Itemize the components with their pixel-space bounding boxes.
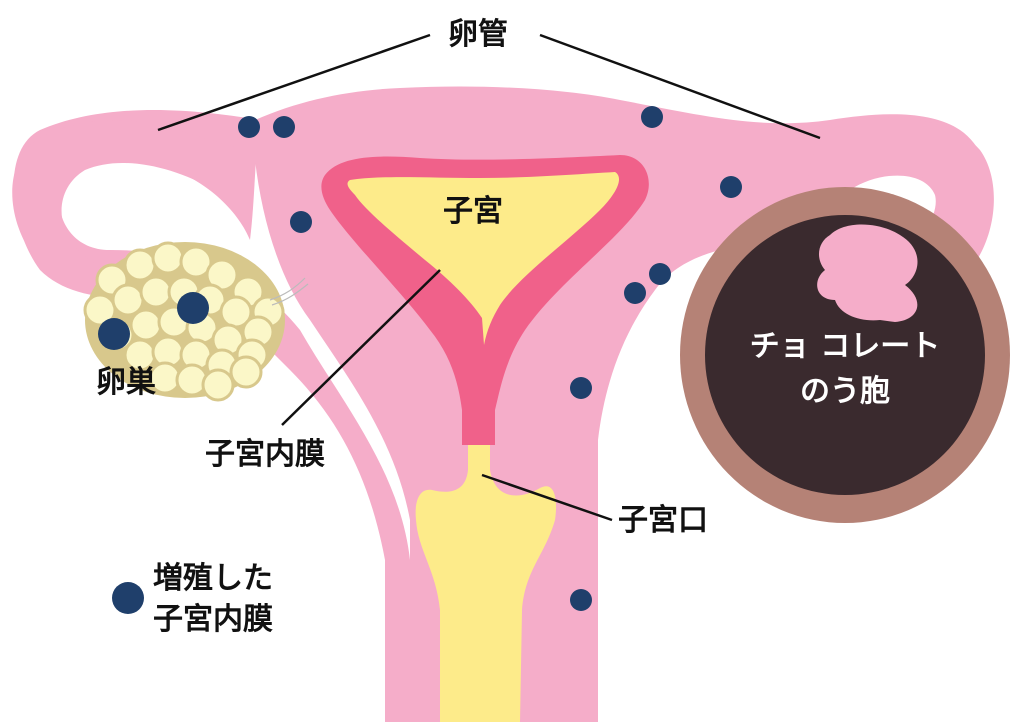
label-legend-line1: 増殖した: [153, 561, 273, 596]
ovary-follicle: [139, 275, 173, 309]
label-chocolate-cyst-line2: のう胞: [800, 374, 890, 409]
leader-line-tube-left: [157, 33, 431, 132]
endometriosis-dot: [720, 176, 742, 198]
endometriosis-dot: [273, 116, 295, 138]
label-legend-line2: 子宮内膜: [153, 602, 273, 637]
ovary-follicle: [229, 355, 263, 389]
leader-line-cervix: [481, 473, 613, 522]
label-chocolate-cyst-line1: チョ コレート: [749, 329, 941, 364]
uterine-cavity: [347, 172, 620, 345]
endometriosis-dot: [177, 292, 209, 324]
endometriosis-dot: [290, 211, 312, 233]
fimbria: [817, 224, 918, 322]
endometriosis-dot: [98, 318, 130, 350]
label-uterus: 子宮: [443, 194, 503, 229]
leader-line-tube-right: [539, 33, 821, 140]
endometriosis-dot: [641, 106, 663, 128]
endometriosis-dot: [112, 582, 144, 614]
endometriosis-dots: [98, 106, 742, 614]
endometriosis-dot: [238, 116, 260, 138]
ovary-follicle: [179, 245, 213, 279]
endometriosis-dot: [570, 589, 592, 611]
label-ovary: 卵巣: [96, 365, 156, 400]
chocolate-cyst-inner: [705, 215, 985, 495]
left-fallopian-tube: [12, 120, 246, 301]
ovary-follicle: [201, 368, 235, 402]
endometriosis-dot: [570, 377, 592, 399]
label-endometrium: 子宮内膜: [205, 437, 325, 472]
endometriosis-dot: [649, 263, 671, 285]
cervical-canal: [415, 445, 557, 722]
ovary-follicle: [123, 248, 157, 282]
leader-line-endometrium: [281, 269, 441, 426]
label-fallopian-tube: 卵管: [448, 17, 508, 52]
ovary-follicle: [129, 308, 163, 342]
label-cervix: 子宮口: [618, 503, 708, 538]
ovary-follicle: [151, 241, 185, 275]
ovarian-ligament: [269, 277, 309, 306]
endometriosis-dot: [624, 282, 646, 304]
uterus-body: [13, 110, 411, 722]
